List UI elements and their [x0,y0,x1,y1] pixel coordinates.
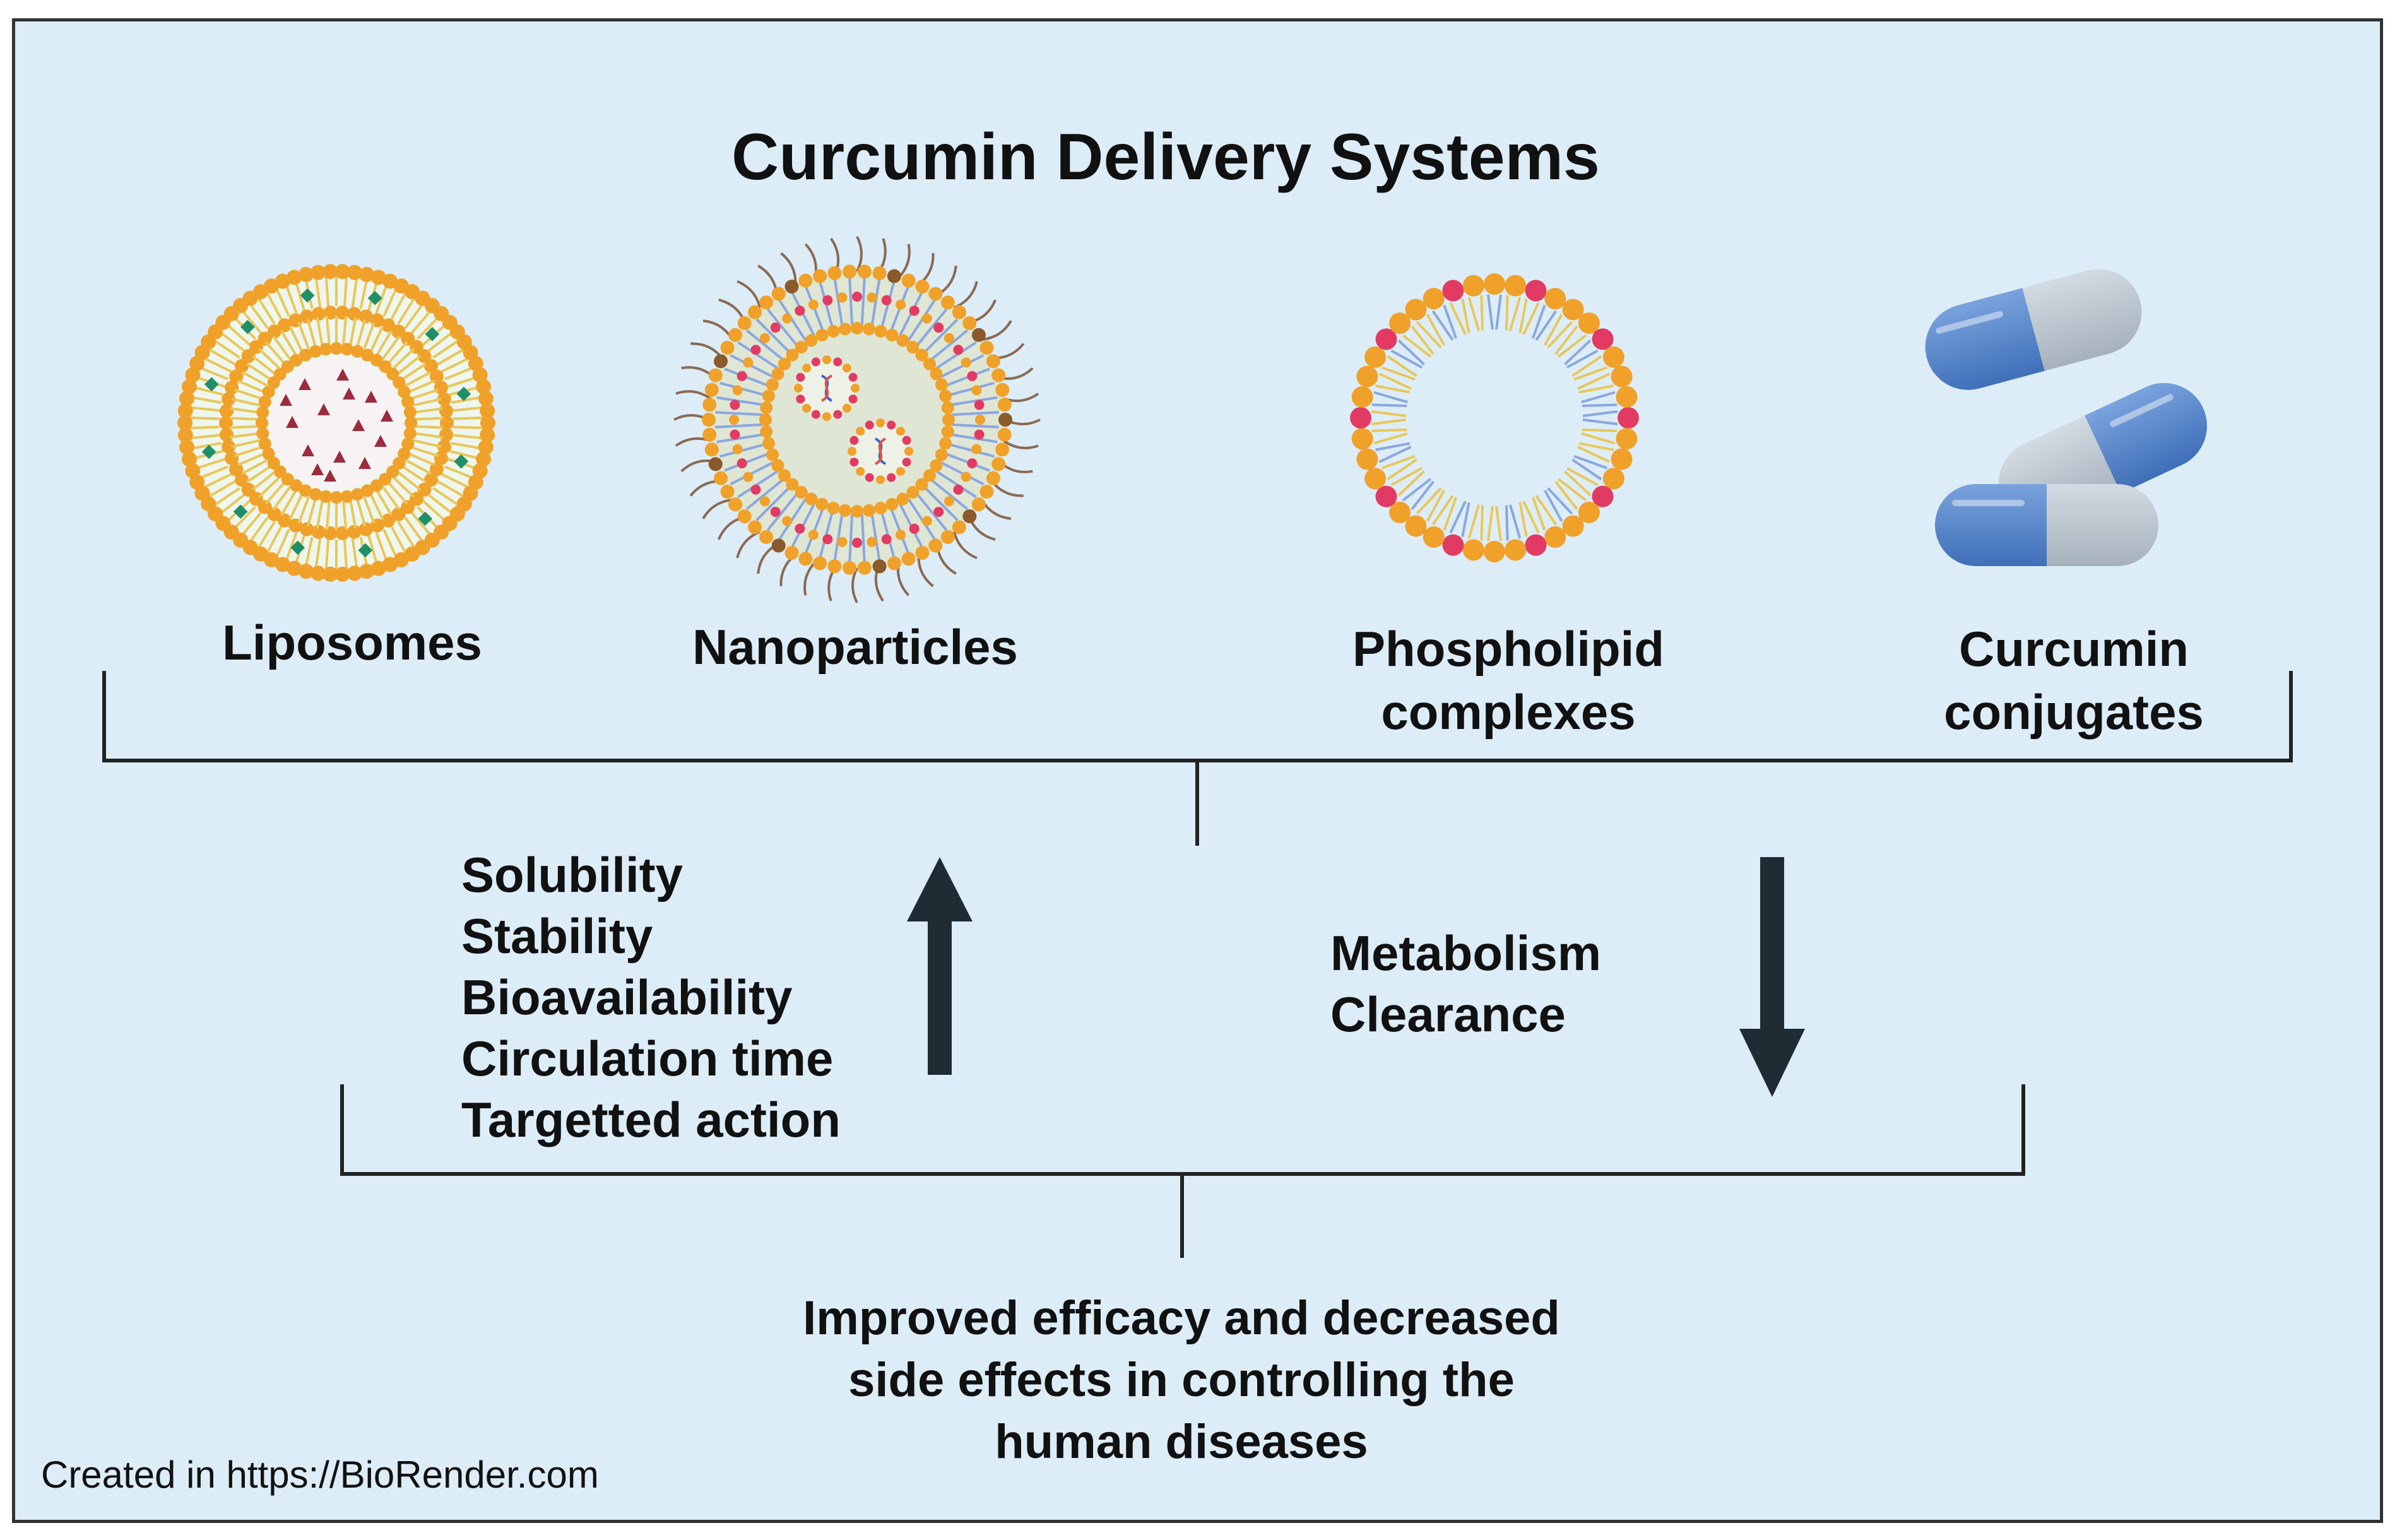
label-liposomes: Liposomes [222,615,482,670]
bottom-bracket [340,1084,2025,1258]
label-phospholipid-complexes: Phospholipid complexes [1352,621,1664,740]
phospholipid-complex-icon [1350,273,1639,562]
label-curcumin-conjugates: Curcumin conjugates [1944,621,2204,740]
nanoparticle-icon [673,236,1041,603]
increase-item: Bioavailability [461,969,793,1025]
decrease-list: Metabolism Clearance [1330,923,1601,1045]
increase-item: Solubility [461,847,683,903]
liposome-icon [177,264,495,582]
capsules-icon [1925,269,2207,566]
increase-item: Circulation time [461,1031,834,1086]
top-bracket [102,671,2293,846]
label-nanoparticles: Nanoparticles [692,619,1018,675]
increase-item: Stability [461,908,653,964]
increase-arrow [907,857,973,1075]
decrease-item: Clearance [1330,986,1566,1042]
outcome-text: Improved efficacy and decreased side eff… [803,1291,1560,1469]
decrease-item: Metabolism [1330,925,1602,981]
page-title: Curcumin Delivery Systems [731,121,1600,194]
decrease-arrow [1739,857,1805,1097]
increase-list: Solubility Stability Bioavailability Cir… [461,844,841,1151]
increase-item: Targetted action [461,1092,841,1147]
credit-text: Created in https://BioRender.com [41,1454,599,1496]
